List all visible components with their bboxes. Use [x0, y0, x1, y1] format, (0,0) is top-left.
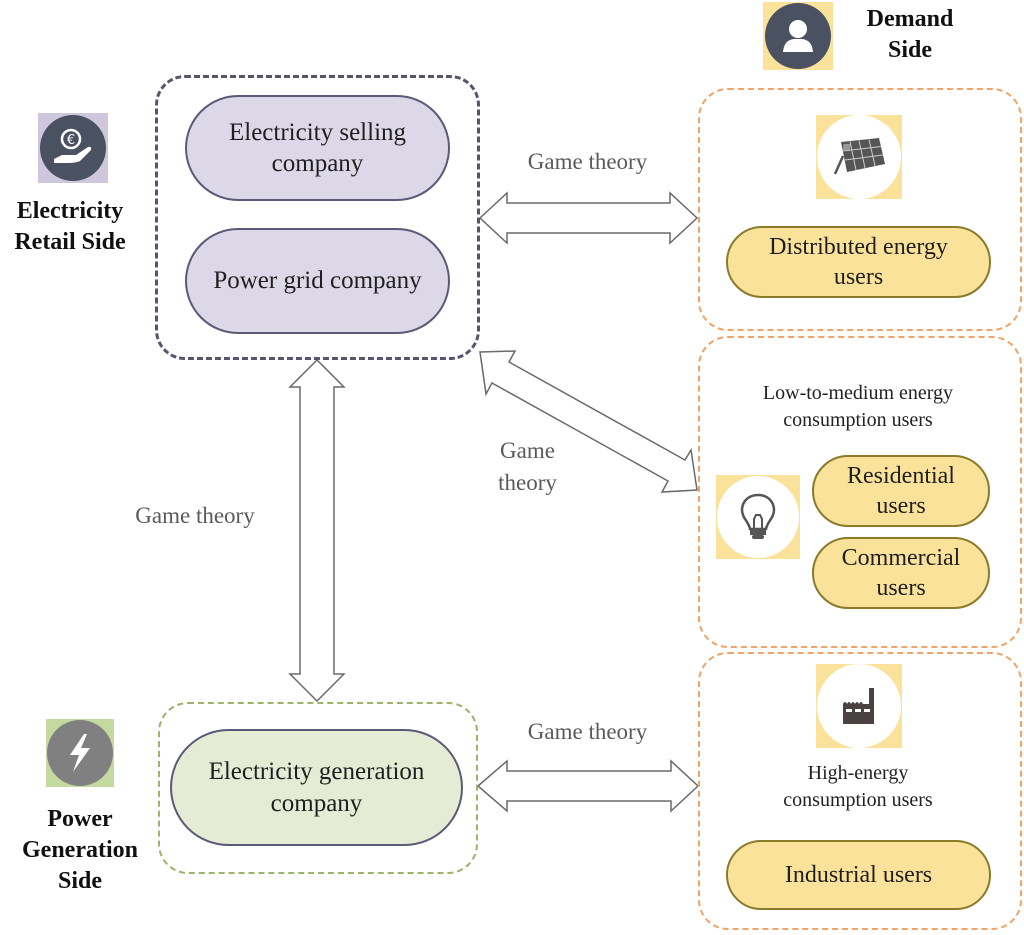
generation-side-icon-tile: [46, 719, 114, 787]
edge-label-generation-highenergy: Game theory: [500, 716, 675, 748]
low-medium-title-line1: Low-to-medium energy: [762, 382, 954, 404]
retail-side-icon-tile: €: [38, 113, 108, 183]
node-label-line2: users: [833, 264, 884, 290]
low-medium-group-container: [698, 336, 1022, 648]
node-residential-users: Residential users: [812, 455, 990, 527]
high-energy-group-container: [698, 652, 1022, 930]
arrow-generation-highenergy: [476, 759, 700, 813]
demand-side-label-line2: Side: [887, 37, 932, 64]
node-label-line2: users: [876, 575, 926, 601]
edge-label-line1: Game theory: [135, 503, 255, 528]
low-medium-title-line2: consumption users: [783, 409, 933, 431]
high-energy-title-line1: High-energy: [807, 762, 909, 784]
edge-label-line2: theory: [498, 470, 557, 496]
node-label-line1: Power grid company: [213, 267, 422, 295]
demand-side-icon-tile: [763, 2, 833, 70]
edge-label-line1: Game theory: [527, 719, 648, 744]
generation-group-container: [158, 702, 478, 874]
generation-side-label-line2: Generation: [22, 837, 138, 864]
edge-label-retail-lowmedium: Game theory: [480, 435, 575, 499]
edge-label-retail-generation: Game theory: [110, 500, 280, 532]
user-icon: [765, 3, 831, 69]
generation-side-label: Power Generation Side: [10, 804, 150, 898]
node-industrial-users: Industrial users: [726, 840, 991, 910]
arrow-retail-distributed: [478, 191, 699, 245]
low-medium-group-title: Low-to-medium energy consumption users: [718, 380, 998, 434]
light-bulb-icon: [717, 476, 799, 558]
edge-label-line1: Game: [500, 438, 555, 463]
node-electricity-generation-company: Electricity generation company: [170, 729, 463, 846]
node-label-line1: Electricity selling: [228, 118, 407, 146]
edge-label-retail-distributed: Game theory: [500, 146, 675, 178]
distributed-icon-tile: [816, 115, 902, 199]
node-label-line1: Residential: [847, 463, 955, 489]
retail-side-label-line2: Retail Side: [14, 229, 126, 256]
arrow-retail-generation: [288, 358, 346, 703]
demand-side-label: Demand Side: [850, 4, 970, 66]
node-label-line1: Electricity generation: [208, 758, 425, 786]
node-label-line1: Industrial users: [784, 862, 933, 888]
node-commercial-users: Commercial users: [812, 537, 990, 609]
demand-side-label-line1: Demand: [866, 6, 954, 32]
arrow-retail-lowmedium: [479, 350, 698, 493]
generation-side-label-line3: Side: [57, 868, 102, 895]
svg-text:€: €: [67, 133, 75, 148]
node-distributed-energy-users: Distributed energy users: [726, 226, 991, 298]
low-medium-icon-tile: [716, 475, 800, 559]
euro-hand-icon: €: [40, 115, 106, 181]
retail-side-label-line1: Electricity: [16, 198, 124, 224]
high-energy-group-title: High-energy consumption users: [718, 760, 998, 814]
node-power-grid-company: Power grid company: [185, 228, 450, 334]
generation-side-label-line1: Power: [47, 806, 113, 832]
node-label-line2: company: [270, 789, 363, 817]
edge-label-line1: Game theory: [527, 149, 648, 174]
node-label-line1: Commercial: [841, 545, 961, 571]
retail-side-label: Electricity Retail Side: [0, 196, 140, 258]
high-energy-title-line2: consumption users: [783, 789, 933, 811]
high-energy-icon-tile: [816, 664, 902, 748]
node-electricity-selling-company: Electricity selling company: [185, 95, 450, 201]
node-label-line2: company: [271, 150, 364, 177]
lightning-icon: [47, 720, 113, 786]
factory-icon: [817, 664, 901, 748]
node-label-line2: users: [876, 493, 926, 519]
solar-panel-icon: [817, 115, 901, 199]
node-label-line1: Distributed energy: [769, 234, 948, 260]
retail-group-container: [155, 75, 480, 360]
distributed-group-container: [698, 88, 1022, 331]
